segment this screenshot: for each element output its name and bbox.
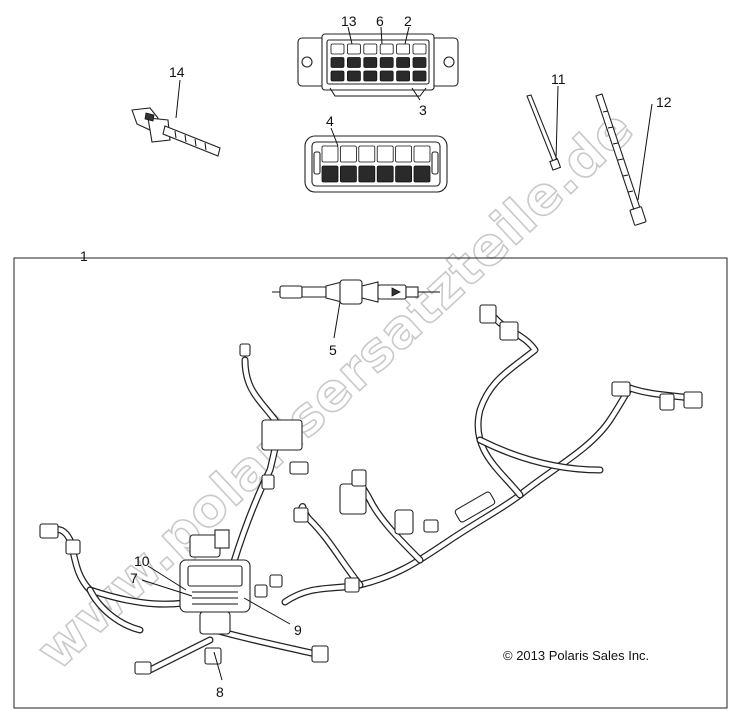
connector-pin	[363, 43, 378, 55]
copyright-notice: © 2013 Polaris Sales Inc.	[503, 648, 649, 663]
connector-pin	[412, 70, 427, 82]
callout-11: 11	[551, 71, 566, 87]
connector-face-part-4	[304, 135, 448, 193]
connector-pin	[363, 70, 378, 82]
connector-pin	[395, 165, 413, 183]
connector-pin	[346, 43, 361, 55]
callout-14: 14	[169, 64, 185, 80]
callout-5: 5	[329, 342, 337, 358]
connector-pin	[395, 145, 413, 163]
cable-tie-clip-part-14	[131, 107, 221, 157]
connector-pin	[379, 43, 394, 55]
wiring-harness-part-1	[39, 304, 703, 675]
callout-2: 2	[404, 13, 412, 29]
connector-pin	[413, 165, 431, 183]
connector-pin	[321, 165, 339, 183]
connector-pin	[396, 57, 411, 68]
connector-pin	[396, 43, 411, 55]
connector-pin	[346, 57, 361, 68]
connector-pin	[330, 43, 345, 55]
connector-pin	[376, 165, 394, 183]
callout-10: 10	[134, 553, 150, 569]
connector-pin	[412, 57, 427, 68]
connector-pin	[376, 145, 394, 163]
connector-pin	[321, 145, 339, 163]
connector-pin	[413, 145, 431, 163]
leader-lines	[141, 26, 653, 681]
connector-pin	[330, 70, 345, 82]
connector-pin	[396, 70, 411, 82]
connector-pin	[346, 70, 361, 82]
cable-tie-part-11	[526, 94, 562, 171]
main-connector-housing	[297, 33, 459, 97]
callout-7: 7	[130, 570, 138, 586]
connector-pin	[363, 57, 378, 68]
connector-pin	[358, 145, 376, 163]
connector-pin	[330, 57, 345, 68]
callout-12: 12	[656, 94, 672, 110]
callout-8: 8	[216, 684, 224, 700]
inline-connector-lead-part-5	[272, 279, 440, 305]
connector-pin	[339, 145, 357, 163]
harness-assembly-frame	[13, 257, 728, 709]
connector-pin	[412, 43, 427, 55]
connector-pin	[339, 165, 357, 183]
callout-3: 3	[419, 102, 427, 118]
cable-tie-part-12	[595, 93, 647, 226]
connector-pin	[379, 70, 394, 82]
callout-6: 6	[376, 13, 384, 29]
callout-13: 13	[341, 13, 357, 29]
callout-4: 4	[326, 113, 334, 129]
callout-1: 1	[80, 248, 88, 264]
connector-pin	[379, 57, 394, 68]
connector-pin	[358, 165, 376, 183]
callout-9: 9	[294, 622, 302, 638]
